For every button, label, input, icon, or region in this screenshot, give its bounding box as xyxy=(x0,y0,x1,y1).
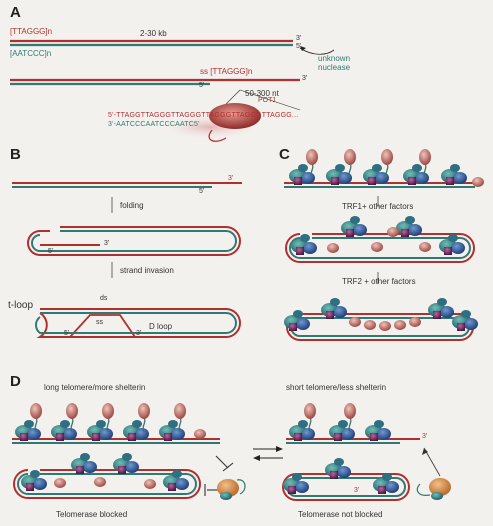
loop-3-label: 3' xyxy=(104,240,110,247)
overhang-length-label: 50-300 nt xyxy=(245,89,279,98)
end-3-label: 3' xyxy=(296,35,302,42)
end-5-label: 5' xyxy=(296,43,302,50)
pot1-label: POT1 xyxy=(258,97,277,104)
panel-d-label: D xyxy=(10,373,21,390)
nuclease-label: unknown nuclease xyxy=(318,54,351,72)
overhang-3-label: 3' xyxy=(302,75,308,82)
trf1-label: TRF1+ other factors xyxy=(342,202,414,211)
ss-overhang-label: ss [TTAGGG]n xyxy=(200,67,253,76)
strand-invasion-label: strand invasion xyxy=(120,266,174,275)
c-strand-label: [AATCCC]n xyxy=(10,49,52,58)
b-end-5-label: 5' xyxy=(199,188,205,195)
tloop-5-label: 5' xyxy=(64,330,70,337)
long-telomere-label: long telomere/more shelterin xyxy=(44,383,146,392)
telomerase-not-blocked-label: Telomerase not blocked xyxy=(298,510,383,519)
telomerase-blocked-label: Telomerase blocked xyxy=(56,510,128,519)
panel-b-label: B xyxy=(10,146,21,163)
short-telomere-label: short telomere/less shelterin xyxy=(286,383,387,392)
t-loop-label: t-loop xyxy=(8,300,34,311)
panel-a-telomere-diagram xyxy=(10,39,335,142)
ds-length-label: 2-30 kb xyxy=(140,29,167,38)
d-loop-end-3-label: 3' xyxy=(354,487,360,494)
ds-label: ds xyxy=(100,295,108,302)
panel-c-label: C xyxy=(279,146,290,163)
panel-a-label: A xyxy=(10,4,21,21)
ss-label: ss xyxy=(96,319,103,326)
tloop-3-label: 3' xyxy=(136,330,142,337)
c-strand-sequence: 3'-AATCCCAATCCCAATC5' xyxy=(108,121,200,128)
g-strand-label: [TTAGGG]n xyxy=(10,27,53,36)
d-end-3-label: 3' xyxy=(422,433,428,440)
panel-c-shelterin-binding xyxy=(284,148,484,341)
loop-5-label: 5' xyxy=(48,248,54,255)
trf2-label: TRF2 + other factors xyxy=(342,277,416,286)
g-strand-sequence: 5'-TTAGGTTAGGGTTAGGGTTAGGGTTAGGGTTAGGG..… xyxy=(108,112,299,119)
overhang-5-label: 5' xyxy=(199,82,205,89)
panel-b-tloop-formation xyxy=(12,182,242,338)
b-end-3-label: 3' xyxy=(228,175,234,182)
d-loop-label: D loop xyxy=(149,322,173,331)
panel-d-telomerase-regulation xyxy=(12,402,451,501)
folding-label: folding xyxy=(120,201,144,210)
